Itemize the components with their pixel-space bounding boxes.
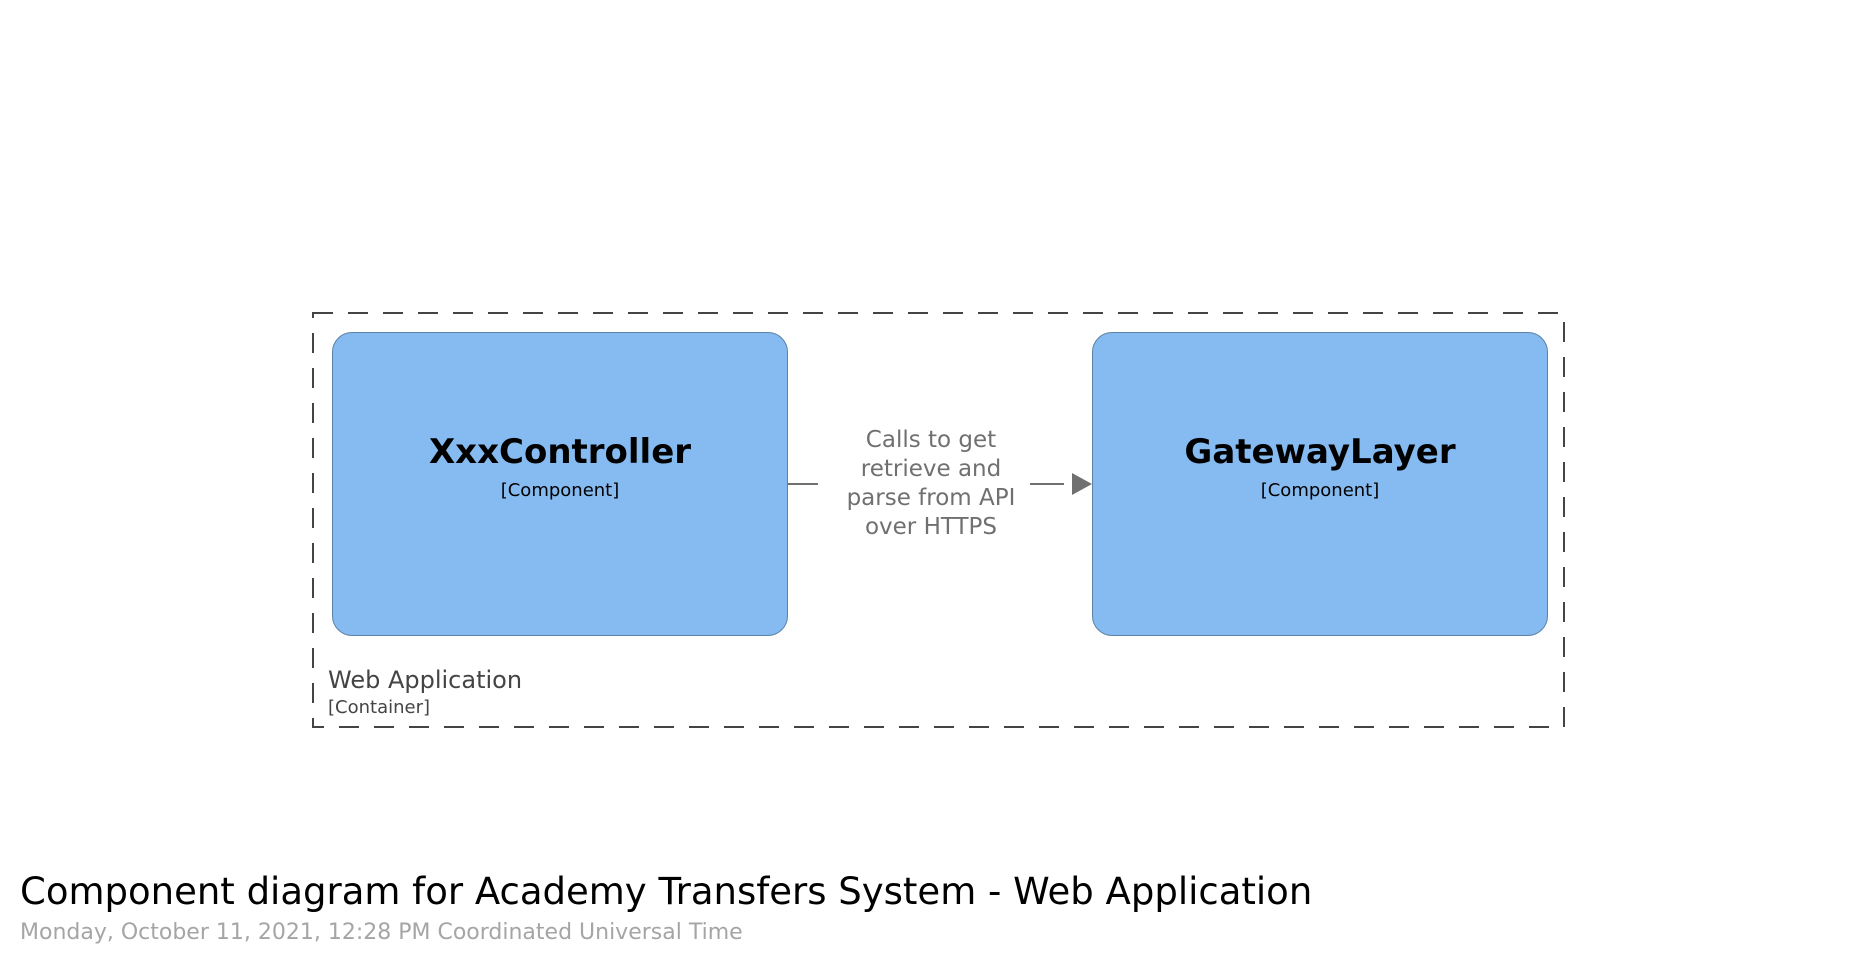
component-xxx-controller[interactable]: XxxController [Component] xyxy=(332,332,788,636)
boundary-name: Web Application xyxy=(328,666,523,694)
component-name: GatewayLayer xyxy=(1184,431,1456,472)
component-type: [Component] xyxy=(500,479,620,501)
relationship-arrow xyxy=(788,470,1092,500)
container-boundary: Web Application [Container] xyxy=(312,312,1565,728)
boundary-type: [Container] xyxy=(328,697,431,718)
component-type: [Component] xyxy=(1260,479,1380,501)
component-gateway-layer[interactable]: GatewayLayer [Component] xyxy=(1092,332,1548,636)
diagram-date: Monday, October 11, 2021, 12:28 PM Coord… xyxy=(20,920,743,945)
relationship-label: Calls to get retrieve and parse from API… xyxy=(846,427,1016,540)
diagram-title: Component diagram for Academy Transfers … xyxy=(20,870,1313,913)
component-name: XxxController xyxy=(428,431,692,472)
arrowhead-icon xyxy=(1072,473,1092,495)
boundary-border xyxy=(312,312,1565,728)
